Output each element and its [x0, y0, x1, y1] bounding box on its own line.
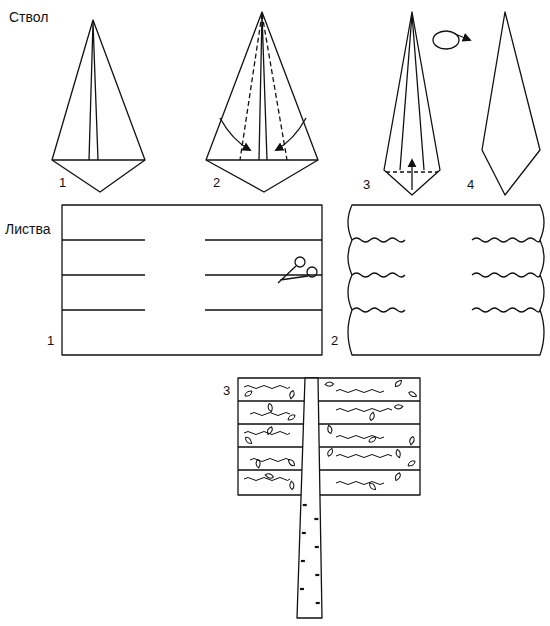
leaf [254, 459, 262, 468]
birch-mark [314, 518, 318, 520]
leaf-wave [244, 478, 290, 481]
leaf [326, 448, 335, 456]
leaf [369, 437, 376, 442]
section-heading: Листва [4, 222, 52, 237]
leaf-wave [336, 409, 392, 412]
foliage-step-3 [300, 505, 320, 603]
step-number: 3 [362, 178, 371, 192]
leaf [326, 425, 333, 433]
leaf [288, 481, 296, 490]
leaf [395, 449, 402, 457]
step-number: 4 [466, 178, 475, 192]
birch-mark [315, 574, 319, 576]
step-number: 2 [330, 334, 339, 348]
cut-wave [352, 273, 405, 277]
leaf [267, 403, 274, 411]
leaf [408, 461, 415, 466]
birch-mark [315, 546, 319, 548]
trunk-step-4 [482, 12, 540, 195]
leaf-wave [244, 386, 290, 389]
step-number: 1 [58, 176, 67, 190]
foliage-step-3 [245, 380, 417, 490]
foliage-step-2 [348, 205, 544, 355]
trunk-step-1 [89, 22, 98, 160]
scissors [295, 257, 305, 267]
trunk-step-4 [482, 12, 540, 195]
trunk-step-2 [220, 118, 250, 150]
step-number: 3 [222, 384, 231, 398]
cut-wave [352, 238, 405, 242]
step-number: 2 [212, 176, 221, 190]
birch-mark [302, 532, 306, 534]
trunk-step-3 [433, 31, 459, 49]
leaf [394, 403, 403, 411]
birch-mark [301, 560, 305, 562]
step-number: 1 [46, 334, 55, 348]
foliage-step-1 [62, 240, 145, 310]
foliage-step-1 [62, 205, 322, 355]
illustration [52, 12, 544, 618]
leaf [395, 380, 403, 386]
leaf-wave [336, 455, 392, 458]
leaf [325, 380, 334, 388]
foliage-step-3 [238, 378, 420, 618]
trunk-step-2 [206, 159, 318, 160]
leaf [368, 412, 377, 420]
trunk-step-2 [206, 12, 318, 192]
leaf [288, 390, 297, 398]
cut-wave [352, 308, 405, 312]
leaf [408, 436, 417, 444]
leaf [288, 459, 294, 467]
leaf-wave [250, 459, 290, 462]
section-heading: Ствол [8, 10, 49, 25]
birch-mark [316, 602, 320, 604]
foliage-step-1 [205, 240, 322, 310]
trunk-step-2 [206, 12, 318, 192]
cut-wave [472, 308, 540, 312]
leaf [265, 427, 274, 435]
trunk-step-2 [240, 14, 287, 160]
leaf [409, 390, 417, 399]
leaf-wave [336, 482, 384, 485]
leaf [245, 391, 252, 396]
leaf [265, 472, 273, 481]
foliage-step-3 [238, 378, 420, 495]
leaf-wave [336, 390, 384, 393]
birch-mark [300, 588, 304, 590]
scissors [278, 266, 308, 283]
trunk-step-3 [384, 12, 440, 195]
leaf [393, 473, 402, 481]
trunk-step-3 [400, 14, 424, 170]
leaf-wave [336, 436, 384, 439]
foliage-step-3 [238, 401, 420, 470]
trunk-step-1 [52, 20, 145, 192]
foliage-step-3 [297, 378, 322, 618]
leaf [245, 437, 251, 445]
cut-wave [472, 273, 540, 277]
foliage-step-2 [348, 205, 544, 355]
leaf-wave [250, 413, 290, 416]
trunk-step-3 [384, 12, 470, 195]
trunk-step-1 [52, 20, 145, 192]
cut-wave [472, 238, 540, 242]
leaf [369, 483, 375, 491]
scissors [278, 257, 317, 283]
trunk-step-2 [276, 118, 306, 150]
scissors [307, 267, 317, 277]
birch-mark [303, 504, 307, 506]
trunk-step-2 [259, 14, 267, 160]
foliage-step-2 [352, 238, 540, 312]
foliage-step-1 [62, 205, 322, 355]
leaf [288, 415, 295, 420]
trunk-step-3 [455, 34, 470, 40]
trunk-step-3 [411, 160, 412, 190]
